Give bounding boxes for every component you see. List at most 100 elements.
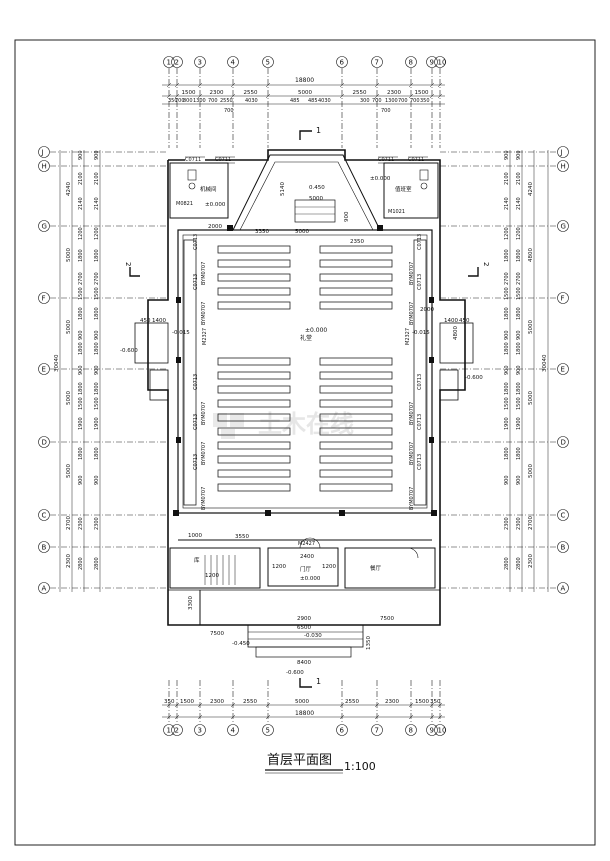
axis-label-col: 9 xyxy=(430,727,434,735)
dim-1200-b: 1200 xyxy=(322,564,336,570)
axis-label-col: 5 xyxy=(266,727,270,735)
column-mark xyxy=(176,297,181,303)
dim-bottom-row: 350 xyxy=(164,699,175,705)
nw-room xyxy=(169,162,229,219)
hall-elev: ±0.000 xyxy=(305,327,327,334)
pew-right xyxy=(319,245,393,254)
dim-left-seg2: 2300 xyxy=(94,517,100,530)
axis-label-col: 3 xyxy=(198,727,202,735)
watermark: 土木在线 xyxy=(213,410,354,439)
elev-side-l: -0.015 xyxy=(172,330,190,336)
axis-label-row: H xyxy=(42,163,47,171)
axis-label-row: F xyxy=(561,295,565,303)
pew-right xyxy=(319,273,393,282)
dim-right-sub: 4800 xyxy=(528,248,534,262)
axis-label-col: 10 xyxy=(438,59,447,67)
dim-4800: 4800 xyxy=(453,326,459,340)
dim-right-seg: 2300 xyxy=(516,517,522,530)
axis-bubble-top xyxy=(405,56,417,68)
axis-bubble-right xyxy=(557,146,569,158)
dim-bottom-row: 1500 xyxy=(415,699,429,705)
axis-label-row: G xyxy=(42,223,47,231)
door-c0711-d: C0711 xyxy=(408,157,424,163)
pew-left xyxy=(217,301,291,310)
axis-bubble-left xyxy=(38,220,50,232)
column-mark xyxy=(377,225,383,231)
axis-label-row: J xyxy=(41,149,44,157)
axis-label-row: B xyxy=(42,544,47,552)
dim-1200-a: 1200 xyxy=(272,564,286,570)
axis-bubble-left xyxy=(38,582,50,594)
axis-label-col: 7 xyxy=(375,727,379,735)
dim-right-seg: 900 xyxy=(516,365,522,375)
axis-bubble-left xyxy=(38,292,50,304)
dim-left-seg: 1800 xyxy=(78,249,84,262)
axis-label-col: 2 xyxy=(175,59,179,67)
dim-left-seg: 1800 xyxy=(78,342,84,355)
door-label-bym0707: BYM0707 xyxy=(201,402,207,425)
pew-left xyxy=(217,357,291,366)
axis-bubble-bottom xyxy=(434,724,446,736)
window-label-c0713: C0713 xyxy=(193,234,199,250)
dim-right-seg2: 1800 xyxy=(504,342,510,355)
dim-top-row2: 350 xyxy=(168,98,178,104)
door-m0821-nw: M0821 xyxy=(176,201,193,207)
side-entrance-left xyxy=(134,322,169,364)
elev-nw: ±0.000 xyxy=(205,202,226,208)
window-label-c0713: C0713 xyxy=(193,374,199,390)
dim-left-seg2: 900 xyxy=(94,330,100,340)
se-room xyxy=(344,547,436,589)
stage-roof-lines-2 xyxy=(239,161,374,231)
door-m1021-ne: M1021 xyxy=(388,209,405,215)
dim-2000: 2000 xyxy=(208,224,222,230)
dim-right-sub: 4240 xyxy=(528,182,534,196)
dim-left-seg: 900 xyxy=(78,475,84,485)
drawing-title: 首层平面图 xyxy=(267,753,332,768)
hall-label: 礼堂 xyxy=(300,334,312,342)
column-mark xyxy=(429,437,434,443)
side-entrance-right xyxy=(439,322,474,364)
pew-right xyxy=(319,301,393,310)
door-label-bym0707: BYM0707 xyxy=(201,442,207,465)
watermark-text: 土木在线 xyxy=(258,410,354,438)
dim-right-seg: 900 xyxy=(516,150,522,160)
dim-2350: 2350 xyxy=(350,239,364,245)
dim-bottom-row: 2300 xyxy=(210,699,224,705)
axis-bubble-top xyxy=(371,56,383,68)
room-se: 餐厅 xyxy=(370,564,382,572)
window-label-c0713: C0713 xyxy=(193,414,199,430)
pew-rows xyxy=(183,239,427,506)
dim-top-row2: 300 xyxy=(360,98,370,104)
axis-bubble-left xyxy=(38,436,50,448)
dim-right-seg: 1500 xyxy=(516,287,522,300)
axis-bubble-right xyxy=(557,363,569,375)
dim-right-seg: 1800 xyxy=(516,249,522,262)
dim-top-row1: 5000 xyxy=(298,90,312,96)
axis-label-col: 10 xyxy=(438,727,447,735)
door-label-bym0707: BYM0707 xyxy=(409,402,415,425)
pew-left xyxy=(217,455,291,464)
dim-left-seg: 1800 xyxy=(78,307,84,320)
section-markers: 1 1 2 2 xyxy=(124,126,490,688)
dim-450-l: 450 xyxy=(140,318,151,324)
column-mark xyxy=(339,510,345,516)
door-label-bym0707: BYM0707 xyxy=(409,442,415,465)
dim-right-seg2: 1500 xyxy=(504,287,510,300)
axis-label-row: A xyxy=(561,585,566,593)
stage-elev: 0.450 xyxy=(309,185,325,191)
dim-left-sub: 5000 xyxy=(66,248,72,262)
door-c0711-a: C0711 xyxy=(185,157,201,163)
axis-label-row: E xyxy=(42,366,46,374)
dim-top-row2: 700 xyxy=(208,98,218,104)
elev-step2: -0.450 xyxy=(232,641,250,647)
dim-left-seg2: 1500 xyxy=(94,287,100,300)
window-label-c0713: C0713 xyxy=(417,454,423,470)
dim-right-seg: 1800 xyxy=(516,447,522,460)
dim-top-row2: 700 xyxy=(175,98,185,104)
dim-left-seg2: 2700 xyxy=(94,272,100,285)
door-label-bym0707: BYM0707 xyxy=(201,302,207,325)
axis-bubble-right xyxy=(557,436,569,448)
axis-bubble-left xyxy=(38,509,50,521)
